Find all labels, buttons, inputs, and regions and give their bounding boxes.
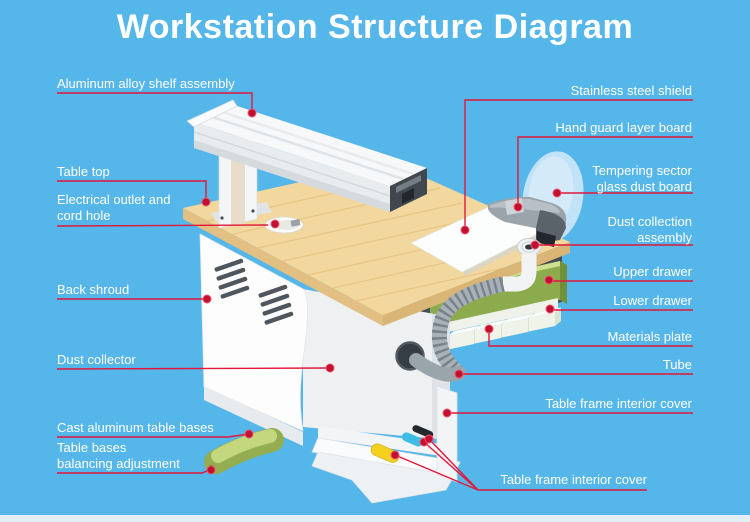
leader-dot — [530, 240, 540, 250]
materials-plate-bins — [448, 307, 561, 350]
drawer-rail — [430, 298, 558, 336]
label-hand-guard: Hand guard layer board — [555, 120, 692, 135]
leader-dot — [247, 108, 257, 118]
leader-dot — [270, 219, 280, 229]
leader-materials-plate — [488, 333, 693, 347]
leader-dots — [201, 108, 562, 475]
leader-dot — [484, 324, 494, 334]
bottom-strip — [0, 515, 750, 522]
leader-dot — [424, 434, 434, 444]
label-back-shroud: Back shroud — [57, 282, 130, 297]
cabinet-front-face — [303, 289, 450, 440]
label-cast-aluminum-bases: Cast aluminum table bases — [57, 420, 214, 435]
leader-dust-collector — [56, 367, 328, 370]
leader-hand-guard — [517, 136, 693, 203]
dust-collection-hopper — [488, 196, 566, 247]
label-stainless-shield: Stainless steel shield — [570, 83, 692, 98]
leader-frame-cover-2 — [394, 438, 647, 491]
beam-end-cap — [390, 168, 427, 212]
leader-table-top — [57, 180, 207, 199]
leader-dot — [206, 465, 216, 475]
label-tube: Tube — [662, 357, 692, 372]
label-dust-collector: Dust collector — [57, 352, 136, 367]
label-materials-plate: Materials plate — [607, 329, 692, 344]
leader-dot — [545, 304, 555, 314]
leader-dot — [442, 408, 452, 418]
label-lower-drawer: Lower drawer — [613, 293, 692, 308]
page-title: Workstation Structure Diagram — [116, 8, 634, 46]
leader-dot — [201, 197, 211, 207]
leader-dot — [460, 225, 470, 235]
leader-dot — [454, 369, 464, 379]
leader-dot — [244, 429, 254, 439]
leader-shelf-assembly — [57, 92, 253, 110]
machine — [183, 99, 584, 504]
leader-dot — [390, 450, 400, 460]
cast-aluminum-foot — [204, 428, 284, 474]
wood-edge-left — [183, 208, 383, 326]
cord-hole — [264, 216, 304, 234]
label-upper-drawer: Upper drawer — [613, 264, 692, 279]
label-tempering-glass: Tempering sector glass dust board — [592, 163, 692, 194]
leader-dot — [544, 275, 554, 285]
leader-cast-bases — [57, 433, 247, 438]
label-dust-collection-assembly: Dust collection assembly — [607, 214, 692, 245]
leader-dot — [552, 188, 562, 198]
frame-leg — [436, 385, 458, 483]
vent-slots — [214, 258, 294, 325]
leader-dot — [202, 294, 212, 304]
label-bases-balancing: Table bases balancing adjustment — [57, 440, 180, 471]
leader-electrical-outlet — [56, 224, 269, 227]
label-frame-interior-cover-1: Table frame interior cover — [545, 396, 692, 411]
label-frame-interior-cover-2: Table frame interior cover — [500, 472, 647, 487]
label-table-top: Table top — [57, 164, 110, 179]
leader-dot — [325, 363, 335, 373]
shelf-beam — [186, 99, 427, 212]
leader-dot — [513, 202, 523, 212]
leader-lines — [56, 92, 693, 491]
leader-balancing — [57, 469, 209, 474]
beam-left-cap — [186, 99, 238, 128]
leader-stainless-shield — [464, 99, 693, 226]
label-shelf-assembly: Aluminum alloy shelf assembly — [57, 76, 235, 91]
label-electrical-outlet: Electrical outlet and cord hole — [57, 192, 171, 223]
